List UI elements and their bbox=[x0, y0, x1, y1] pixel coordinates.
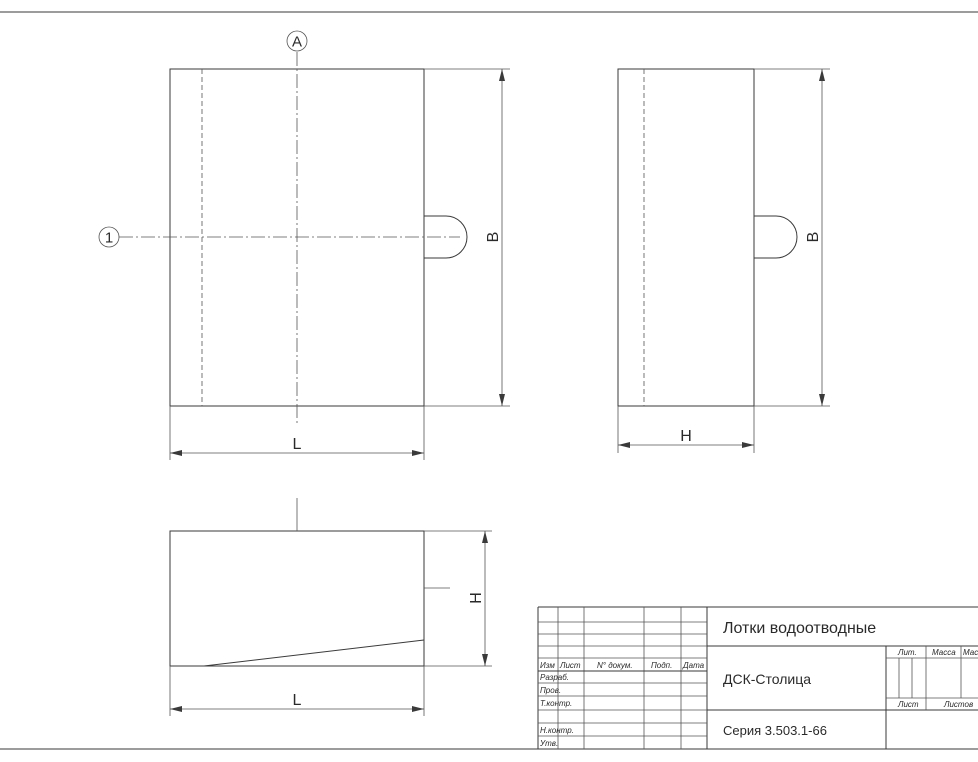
side-view: B H bbox=[617, 68, 830, 453]
bottom-dim-l-label: L bbox=[293, 692, 302, 709]
side-dim-b-arrow-top bbox=[819, 69, 825, 81]
tb-sheet-label: Лист bbox=[897, 700, 919, 709]
dim-b-arrow-bottom bbox=[499, 394, 505, 406]
tb-row-razrab: Разраб. bbox=[540, 673, 569, 682]
bottom-dim-h-arrow-bottom bbox=[482, 654, 488, 666]
tb-header-doc: N° докум. bbox=[597, 661, 633, 670]
side-dim-h-arrow-right bbox=[742, 442, 754, 448]
title-block: Изм Лист N° докум. Подп. Дата Разраб. Пр… bbox=[537, 606, 978, 749]
bottom-view-outline bbox=[169, 530, 425, 667]
bottom-dim-l-arrow-right bbox=[412, 706, 424, 712]
side-nub bbox=[754, 215, 798, 259]
tb-header-izm: Изм bbox=[540, 661, 555, 670]
bottom-slope-line bbox=[203, 639, 425, 667]
side-dim-b-arrow-bottom bbox=[819, 394, 825, 406]
tb-header-sign: Подп. bbox=[651, 661, 672, 670]
bottom-dim-h-label: H bbox=[468, 592, 485, 604]
tb-header-date: Дата bbox=[682, 661, 705, 670]
bottom-view: H L bbox=[169, 498, 492, 716]
tb-row-prov: Пров. bbox=[540, 686, 561, 695]
dim-b-arrow-top bbox=[499, 69, 505, 81]
tb-sheets-label: Листов bbox=[943, 700, 973, 709]
side-view-outline bbox=[617, 68, 755, 407]
tb-row-tkontr: Т.контр. bbox=[540, 699, 572, 708]
tb-stage-mass: Масса bbox=[932, 648, 956, 657]
front-view: A 1 B L bbox=[98, 30, 510, 460]
tb-stage-lit: Лит. bbox=[897, 648, 917, 657]
axis-a-label: A bbox=[292, 34, 302, 51]
side-dim-h-label: H bbox=[680, 428, 692, 445]
bottom-dim-l-arrow-left bbox=[170, 706, 182, 712]
side-dim-h-arrow-left bbox=[618, 442, 630, 448]
tb-stage-scale: Мас bbox=[963, 648, 978, 657]
tb-row-utv: Утв. bbox=[539, 739, 558, 748]
side-dim-b-label: B bbox=[805, 232, 822, 243]
axis-1-bubble bbox=[98, 226, 120, 248]
axis-1-label: 1 bbox=[105, 230, 113, 247]
dim-b-label: B bbox=[485, 232, 502, 243]
dim-l-arrow-right bbox=[412, 450, 424, 456]
bottom-dim-h-arrow-top bbox=[482, 531, 488, 543]
tb-drawing-title: Лотки водоотводные bbox=[723, 620, 876, 637]
axis-a-bubble bbox=[286, 30, 308, 52]
tb-header-list: Лист bbox=[559, 661, 581, 670]
dim-l-label: L bbox=[293, 436, 302, 453]
front-nub bbox=[424, 215, 468, 259]
tb-series: Серия 3.503.1-66 bbox=[723, 723, 827, 738]
dim-l-arrow-left bbox=[170, 450, 182, 456]
tb-row-nkontr: Н.контр. bbox=[540, 726, 574, 735]
tb-organization: ДСК-Столица bbox=[723, 671, 811, 687]
